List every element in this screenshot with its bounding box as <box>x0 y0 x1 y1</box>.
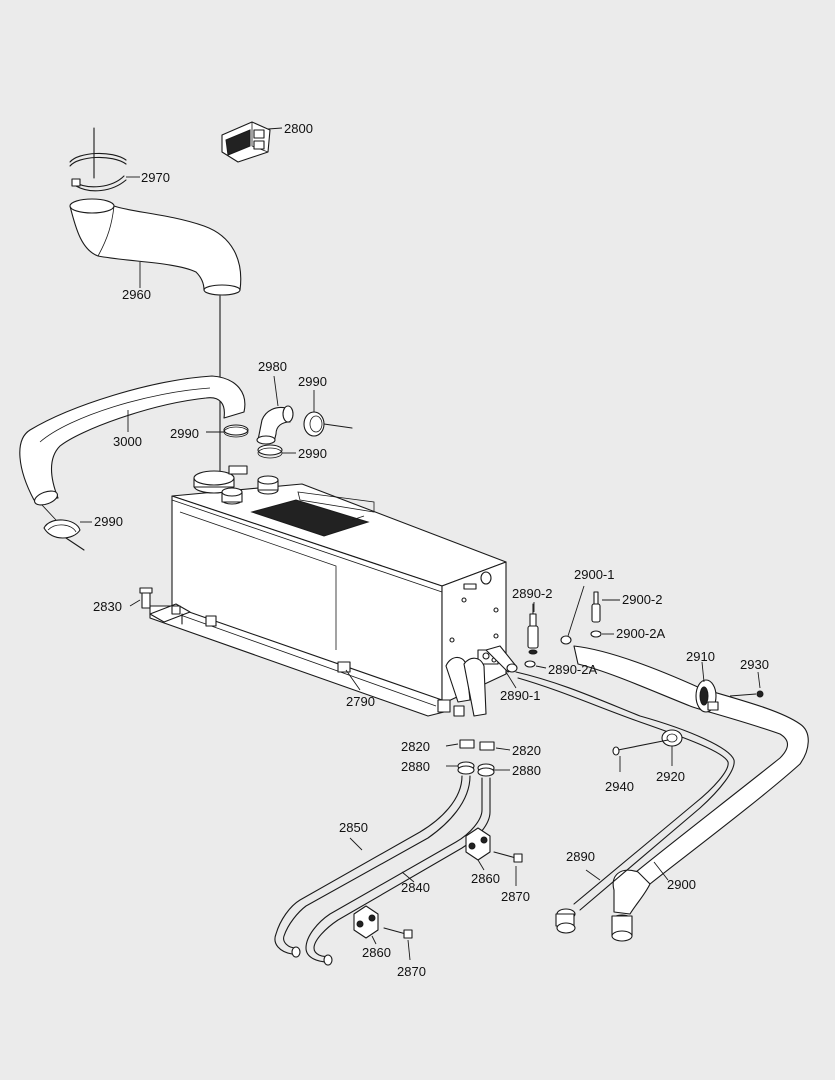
callout-2930: 2930 <box>740 657 769 672</box>
callout-2920: 2920 <box>656 769 685 784</box>
callout-2900-1: 2900-1 <box>574 567 614 582</box>
part-sensor-2900-2[interactable] <box>591 591 620 623</box>
part-bolt-lower[interactable] <box>383 927 413 961</box>
callout-2980: 2980 <box>258 359 287 374</box>
part-bolt-upper[interactable] <box>493 851 523 886</box>
part-sensor-2890-2[interactable] <box>527 602 539 655</box>
callout-2960: 2960 <box>122 287 151 302</box>
callout-2990-center: 2990 <box>298 446 327 461</box>
callout-2860-lower: 2860 <box>362 945 391 960</box>
part-hose-clamp-lower-left[interactable] <box>41 504 92 551</box>
part-hose-clamp-left[interactable] <box>206 424 249 438</box>
callout-2880-right: 2880 <box>512 763 541 778</box>
part-long-intake-hose[interactable] <box>19 375 246 508</box>
part-connector-module[interactable] <box>221 121 283 163</box>
callout-2990-top: 2990 <box>298 374 327 389</box>
part-washer-2900-2A[interactable] <box>590 630 614 638</box>
callout-2820-right: 2820 <box>512 743 541 758</box>
callout-2940: 2940 <box>605 779 634 794</box>
callout-2840: 2840 <box>401 880 430 895</box>
part-ring-2880-left[interactable] <box>446 761 475 775</box>
callout-2990-lower: 2990 <box>94 514 123 529</box>
callout-2890-2: 2890-2 <box>512 586 552 601</box>
callout-2900-2: 2900-2 <box>622 592 662 607</box>
part-clip-2820-right[interactable] <box>479 741 511 751</box>
part-elbow-fitting[interactable] <box>256 375 294 445</box>
callout-2910: 2910 <box>686 649 715 664</box>
part-pipe-bracket-lower[interactable] <box>353 905 379 945</box>
callout-2850: 2850 <box>339 820 368 835</box>
callout-2830: 2830 <box>93 599 122 614</box>
part-main-unit-housing[interactable] <box>149 465 507 717</box>
part-screw-2940[interactable] <box>612 739 669 772</box>
callout-2990-left: 2990 <box>170 426 199 441</box>
callout-2890: 2890 <box>566 849 595 864</box>
callout-2880-left: 2880 <box>401 759 430 774</box>
part-washer-2890-2A[interactable] <box>524 660 547 669</box>
part-clamp-2920[interactable] <box>661 729 683 766</box>
callout-2860-upper: 2860 <box>471 871 500 886</box>
part-fitting-2900-1[interactable] <box>560 585 585 645</box>
callout-2800: 2800 <box>284 121 313 136</box>
callout-3000: 3000 <box>113 434 142 449</box>
part-clip-2820-left[interactable] <box>445 739 475 749</box>
callout-2870-lower: 2870 <box>397 964 426 979</box>
callout-2890-1: 2890-1 <box>500 688 540 703</box>
callout-2890-2A: 2890-2A <box>548 662 597 677</box>
part-hose-clamp-right[interactable] <box>303 390 353 437</box>
part-pipe-2840[interactable] <box>305 777 491 966</box>
callout-2820-left: 2820 <box>401 739 430 754</box>
part-small-nut-2930[interactable] <box>729 671 764 698</box>
part-ring-2880-right[interactable] <box>477 763 510 777</box>
part-band-clamp-top[interactable] <box>69 127 140 192</box>
part-fitting-2890-1[interactable] <box>485 645 518 689</box>
callout-2970: 2970 <box>141 170 170 185</box>
part-pipe-2850[interactable] <box>274 775 471 958</box>
part-coolant-tube-2890[interactable] <box>515 671 735 934</box>
part-pipe-bracket-upper[interactable] <box>465 827 491 871</box>
callout-2900-2A: 2900-2A <box>616 626 665 641</box>
part-mounting-bolt[interactable] <box>129 587 191 625</box>
part-exhaust-elbow-hose[interactable] <box>69 198 242 479</box>
callout-2790: 2790 <box>346 694 375 709</box>
callout-2900: 2900 <box>667 877 696 892</box>
callout-2870-upper: 2870 <box>501 889 530 904</box>
part-hose-clamp-2910[interactable] <box>695 661 719 713</box>
part-hose-clamp-center[interactable] <box>257 444 296 459</box>
